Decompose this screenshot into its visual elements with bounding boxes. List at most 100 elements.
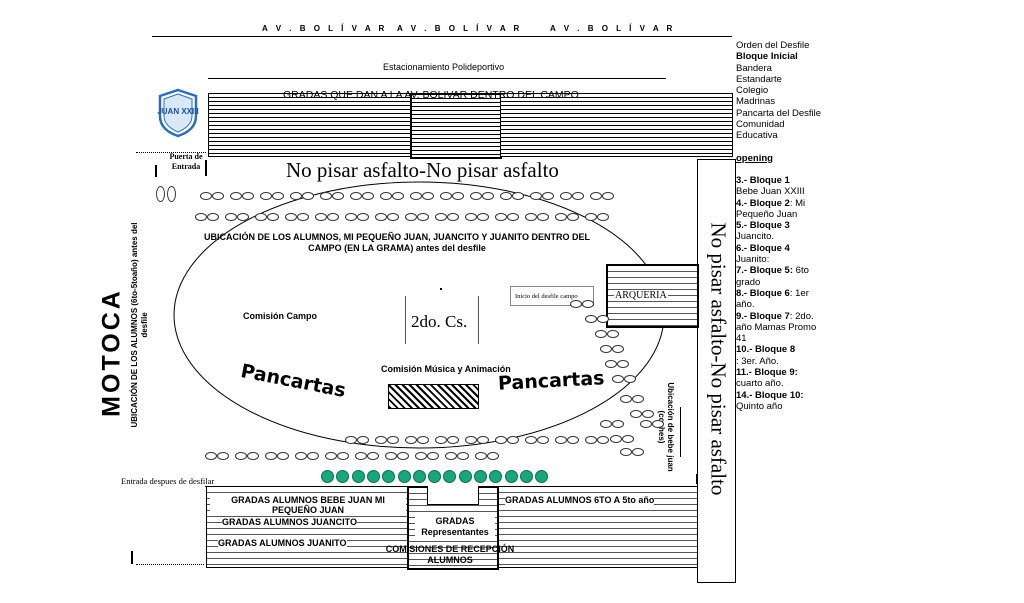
gradas-top-center	[410, 93, 502, 159]
footprint	[327, 213, 339, 221]
footprint	[337, 452, 349, 460]
footprint	[435, 436, 447, 444]
footprint	[617, 360, 629, 368]
footprint	[630, 410, 642, 418]
footprint	[235, 452, 247, 460]
green-marker	[336, 470, 350, 483]
footprint	[417, 436, 429, 444]
parking-line	[208, 78, 666, 79]
green-marker	[321, 470, 334, 483]
musica-hatched-box	[388, 384, 479, 409]
bottom-post	[131, 551, 133, 564]
footprint	[205, 452, 217, 460]
footprint	[362, 192, 374, 200]
segundo-cs-dot	[440, 288, 442, 290]
gradas-top-left	[208, 93, 411, 157]
footprint	[477, 436, 489, 444]
footprint	[265, 452, 277, 460]
footprint	[435, 213, 447, 221]
footprint	[447, 436, 459, 444]
footprint	[277, 452, 289, 460]
footprint	[620, 448, 632, 456]
footprint	[605, 360, 617, 368]
footprint	[320, 192, 332, 200]
ubicacion-bebe-box	[680, 407, 695, 457]
footprint	[357, 436, 369, 444]
footprint	[525, 213, 537, 221]
gradas-6to-label: GRADAS ALUMNOS 6TO A 5to año	[505, 495, 655, 505]
footprint	[440, 192, 452, 200]
footprint	[405, 213, 417, 221]
inicio-desfile-label: Inicio del desfile campo	[515, 293, 578, 300]
puerta-label: Puerta de Entrada	[169, 152, 203, 171]
legend-bloque: 14.- Bloque 10: Quinto año	[736, 389, 804, 412]
gradas-top-label: GRADAS QUE DAN A LA AV. BOLIVAR DENTRO D…	[283, 89, 579, 101]
legend-item: Comunidad Educativa	[736, 119, 785, 142]
footprint	[285, 213, 297, 221]
footprint	[602, 192, 614, 200]
footprint	[542, 192, 554, 200]
footprint	[612, 420, 624, 428]
footprint	[470, 192, 482, 200]
gradas-juanito-label: GRADAS ALUMNOS JUANITO	[218, 538, 347, 548]
no-pisar-vertical: No pisar asfalto-No pisar asfalto	[706, 222, 731, 496]
footprint	[640, 420, 652, 428]
footprint	[445, 452, 457, 460]
footprint	[620, 395, 632, 403]
legend-bloque: 11.- Bloque 9: cuarto año.	[736, 367, 798, 390]
footprint	[500, 192, 512, 200]
footprint	[315, 213, 327, 221]
footprint	[560, 192, 572, 200]
footprint	[447, 213, 459, 221]
footprint	[632, 448, 644, 456]
logo-text: JUAN XXIII	[157, 107, 198, 116]
footprint	[272, 192, 284, 200]
footprint	[507, 436, 519, 444]
street-label-1: A V . B O L Í V A R	[262, 24, 388, 33]
legend-item: Estandarte	[736, 73, 782, 85]
legend-item: Madrinas	[736, 96, 776, 108]
footprint	[572, 192, 584, 200]
footprint	[622, 435, 634, 443]
street-label-2: A V . B O L Í V A R	[397, 24, 523, 33]
entrada-post	[696, 474, 698, 484]
footprint	[482, 192, 494, 200]
legend-bloque: 10.- Bloque 8: 3er. Año.	[736, 344, 796, 367]
street-line	[152, 36, 732, 37]
footprint	[600, 345, 612, 353]
footprint	[332, 192, 344, 200]
footprint	[495, 436, 507, 444]
footprint	[217, 452, 229, 460]
footprint	[590, 192, 602, 200]
footprint	[260, 192, 272, 200]
footprint	[357, 213, 369, 221]
legend-bloque: 7.- Bloque 5: 6to grado	[736, 265, 809, 288]
street-label-3: A V . B O L Í V A R	[550, 24, 676, 33]
legend-item: Colegio	[736, 85, 769, 97]
footprint	[325, 452, 337, 460]
footprint	[652, 420, 664, 428]
footprint	[255, 213, 267, 221]
footprint	[632, 395, 644, 403]
footprint	[595, 330, 607, 338]
school-logo: JUAN XXIII	[156, 88, 200, 138]
gradas-bebe-label: GRADAS ALUMNOS BEBE JUAN MI PEQUEÑO JUAN	[210, 495, 406, 515]
no-pisar-vertical-box: No pisar asfalto-No pisar asfalto	[697, 159, 736, 583]
footprint	[385, 452, 397, 460]
gradas-juancito-label: GRADAS ALUMNOS JUANCITO	[222, 517, 358, 527]
footprint	[297, 213, 309, 221]
gradas-representantes-label: GRADAS Representantes	[415, 516, 495, 538]
legend-item: Bandera	[736, 62, 772, 74]
footprint	[200, 192, 212, 200]
green-marker	[397, 470, 411, 483]
inicio-desfile-box: Inicio del desfile campo	[510, 286, 594, 306]
green-marker	[474, 470, 487, 483]
segundo-cs-label: 2do. Cs.	[411, 312, 468, 331]
footprint	[612, 345, 624, 353]
footprint	[295, 452, 307, 460]
green-marker	[412, 470, 426, 483]
comision-musica-label: Comisión Música y Animación	[381, 364, 511, 374]
desfile-legend: Orden del Desfile Bloque Inicial Bandera…	[736, 40, 826, 412]
footprint	[350, 192, 362, 200]
